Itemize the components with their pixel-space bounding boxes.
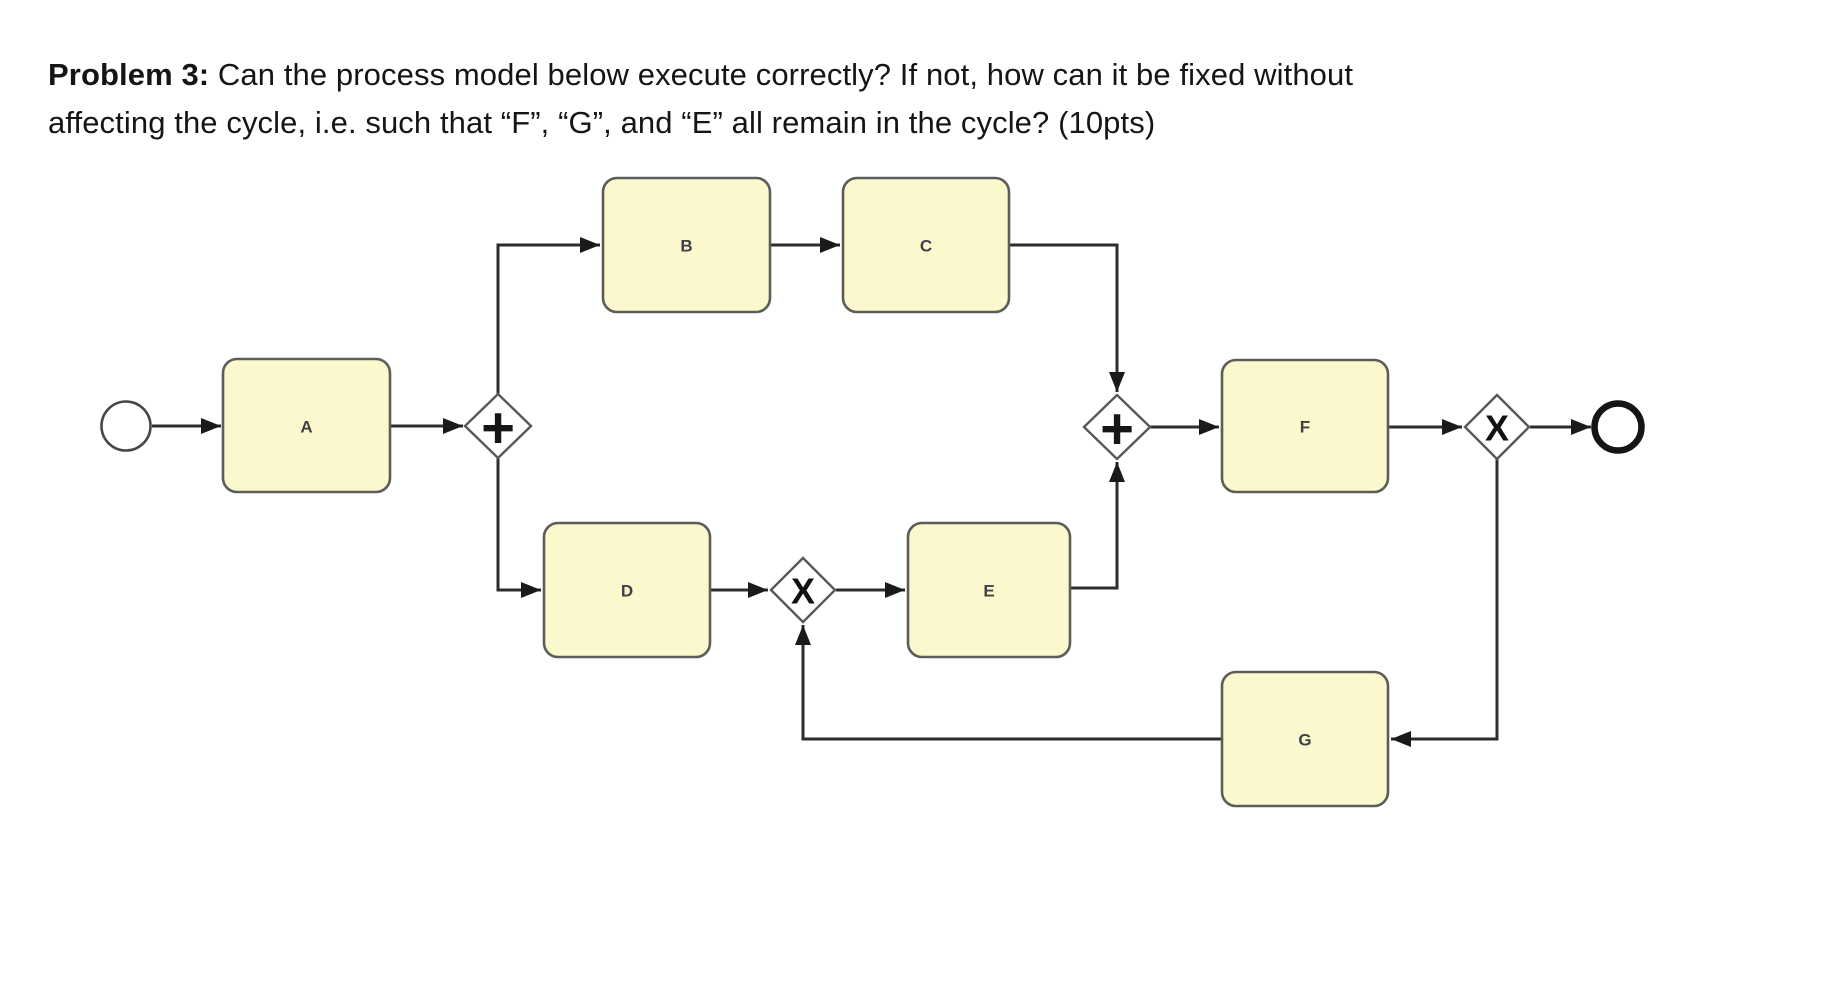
task-c: C bbox=[841, 176, 1011, 314]
task-a-shape bbox=[221, 357, 392, 494]
task-c-shape bbox=[841, 176, 1011, 314]
task-f-shape bbox=[1220, 358, 1390, 494]
and-gateway-join-shape bbox=[1082, 393, 1152, 461]
task-e-shape bbox=[906, 521, 1072, 659]
xor-gateway-loop: X bbox=[769, 556, 837, 624]
and-gateway-split: + bbox=[463, 392, 533, 461]
task-b-label: B bbox=[680, 237, 692, 256]
end-event bbox=[1591, 400, 1645, 454]
task-g: G bbox=[1220, 670, 1390, 808]
task-e-label: E bbox=[983, 582, 994, 601]
problem-question-line1: Can the process model below execute corr… bbox=[209, 57, 1354, 92]
task-b: B bbox=[601, 176, 772, 314]
and-gateway-join-symbol: + bbox=[1100, 397, 1134, 462]
flow-and-split-to-b bbox=[496, 237, 600, 395]
flow-and-split-to-d bbox=[496, 457, 541, 598]
start-event bbox=[100, 400, 152, 452]
xor-gateway-end-symbol: X bbox=[1485, 408, 1509, 449]
flow-xor-end-to-g bbox=[1391, 459, 1499, 747]
flow-e-to-and-join bbox=[1070, 462, 1125, 590]
task-g-label: G bbox=[1298, 731, 1311, 750]
and-gateway-split-shape bbox=[463, 392, 533, 460]
flow-g-to-xor-loop bbox=[795, 625, 1222, 741]
task-a: A bbox=[221, 357, 392, 494]
xor-gateway-end-shape bbox=[1463, 393, 1531, 461]
task-f-label: F bbox=[1300, 418, 1310, 437]
and-gateway-join: + bbox=[1082, 393, 1152, 462]
problem-number-label: Problem 3: bbox=[48, 57, 210, 92]
flow-c-to-and-join bbox=[1009, 243, 1125, 392]
sequence-flows bbox=[152, 237, 1591, 747]
and-gateway-split-symbol: + bbox=[481, 396, 515, 461]
task-e: E bbox=[906, 521, 1072, 659]
task-d-shape bbox=[542, 521, 712, 659]
task-b-shape bbox=[601, 176, 772, 314]
task-d-label: D bbox=[621, 582, 633, 601]
problem-statement: Problem 3: Can the process model below e… bbox=[48, 51, 1808, 147]
task-f: F bbox=[1220, 358, 1390, 494]
problem-question-line2: affecting the cycle, i.e. such that “F”,… bbox=[48, 105, 1156, 140]
task-g-shape bbox=[1220, 670, 1390, 808]
task-c-label: C bbox=[920, 237, 932, 256]
task-d: D bbox=[542, 521, 712, 659]
xor-gateway-end: X bbox=[1463, 393, 1531, 461]
xor-gateway-loop-symbol: X bbox=[791, 571, 815, 612]
xor-gateway-loop-shape bbox=[769, 556, 837, 624]
task-a-label: A bbox=[300, 418, 312, 437]
